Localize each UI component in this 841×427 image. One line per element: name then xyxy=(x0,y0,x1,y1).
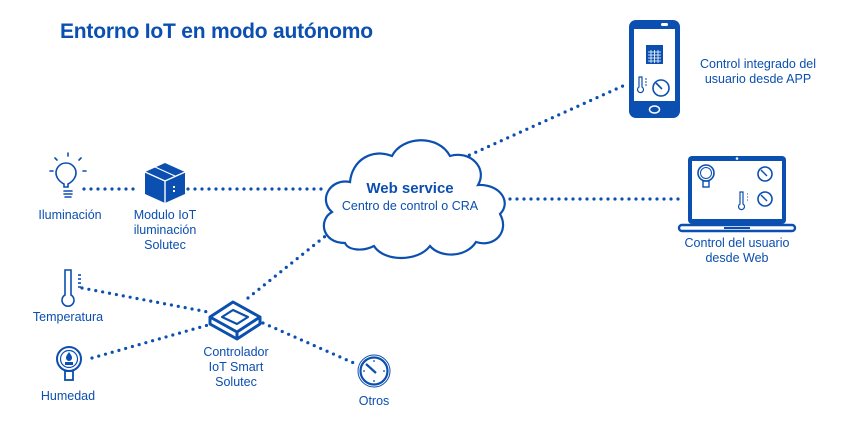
connector-cloud-app xyxy=(461,83,627,160)
lighting-module-label-line: Modulo IoT xyxy=(133,208,197,222)
web-label: Control del usuario desde Web xyxy=(670,236,804,266)
controller-label-line: IoT Smart xyxy=(208,360,264,374)
page-title: Entorno IoT en modo autónomo xyxy=(60,20,373,43)
controller-label: Controlador IoT Smart Solutec xyxy=(186,345,286,390)
app-label-line: usuario desde APP xyxy=(704,72,812,86)
web-label-line: desde Web xyxy=(705,251,769,265)
lighting-label: Iluminación xyxy=(38,208,102,222)
app-label: Control integrado del usuario desde APP xyxy=(688,57,828,87)
cloud-subtitle: Centro de control o CRA xyxy=(341,199,479,213)
cloud-icon xyxy=(322,139,506,259)
controller-label-line: Controlador xyxy=(203,345,269,359)
gauge-icon xyxy=(357,354,391,388)
others-label: Otros xyxy=(358,394,390,408)
humidity-label: Humedad xyxy=(40,389,96,403)
box-icon xyxy=(144,163,186,203)
app-label-line: Control integrado del xyxy=(699,57,817,71)
lightbulb-icon xyxy=(49,152,87,198)
connector-controller-others xyxy=(261,321,358,366)
connector-controller-cloud xyxy=(246,224,340,300)
lighting-module-label-line: Solutec xyxy=(144,238,186,252)
cloud-title: Web service xyxy=(366,180,454,197)
temperature-label: Temperatura xyxy=(32,310,104,324)
web-label-line: Control del usuario xyxy=(684,236,790,250)
laptop-icon xyxy=(677,156,797,233)
lighting-module-label-line: iluminación xyxy=(133,223,197,237)
thermometer-icon xyxy=(61,269,81,307)
smartphone-icon xyxy=(629,20,680,118)
humidity-gauge-icon xyxy=(56,346,82,381)
lighting-module-label: Modulo IoT iluminación Solutec xyxy=(115,208,215,253)
connector-humidity-controller xyxy=(90,323,210,360)
controller-icon xyxy=(208,300,262,341)
connector-temperature-controller xyxy=(80,286,210,314)
controller-label-line: Solutec xyxy=(215,375,257,389)
